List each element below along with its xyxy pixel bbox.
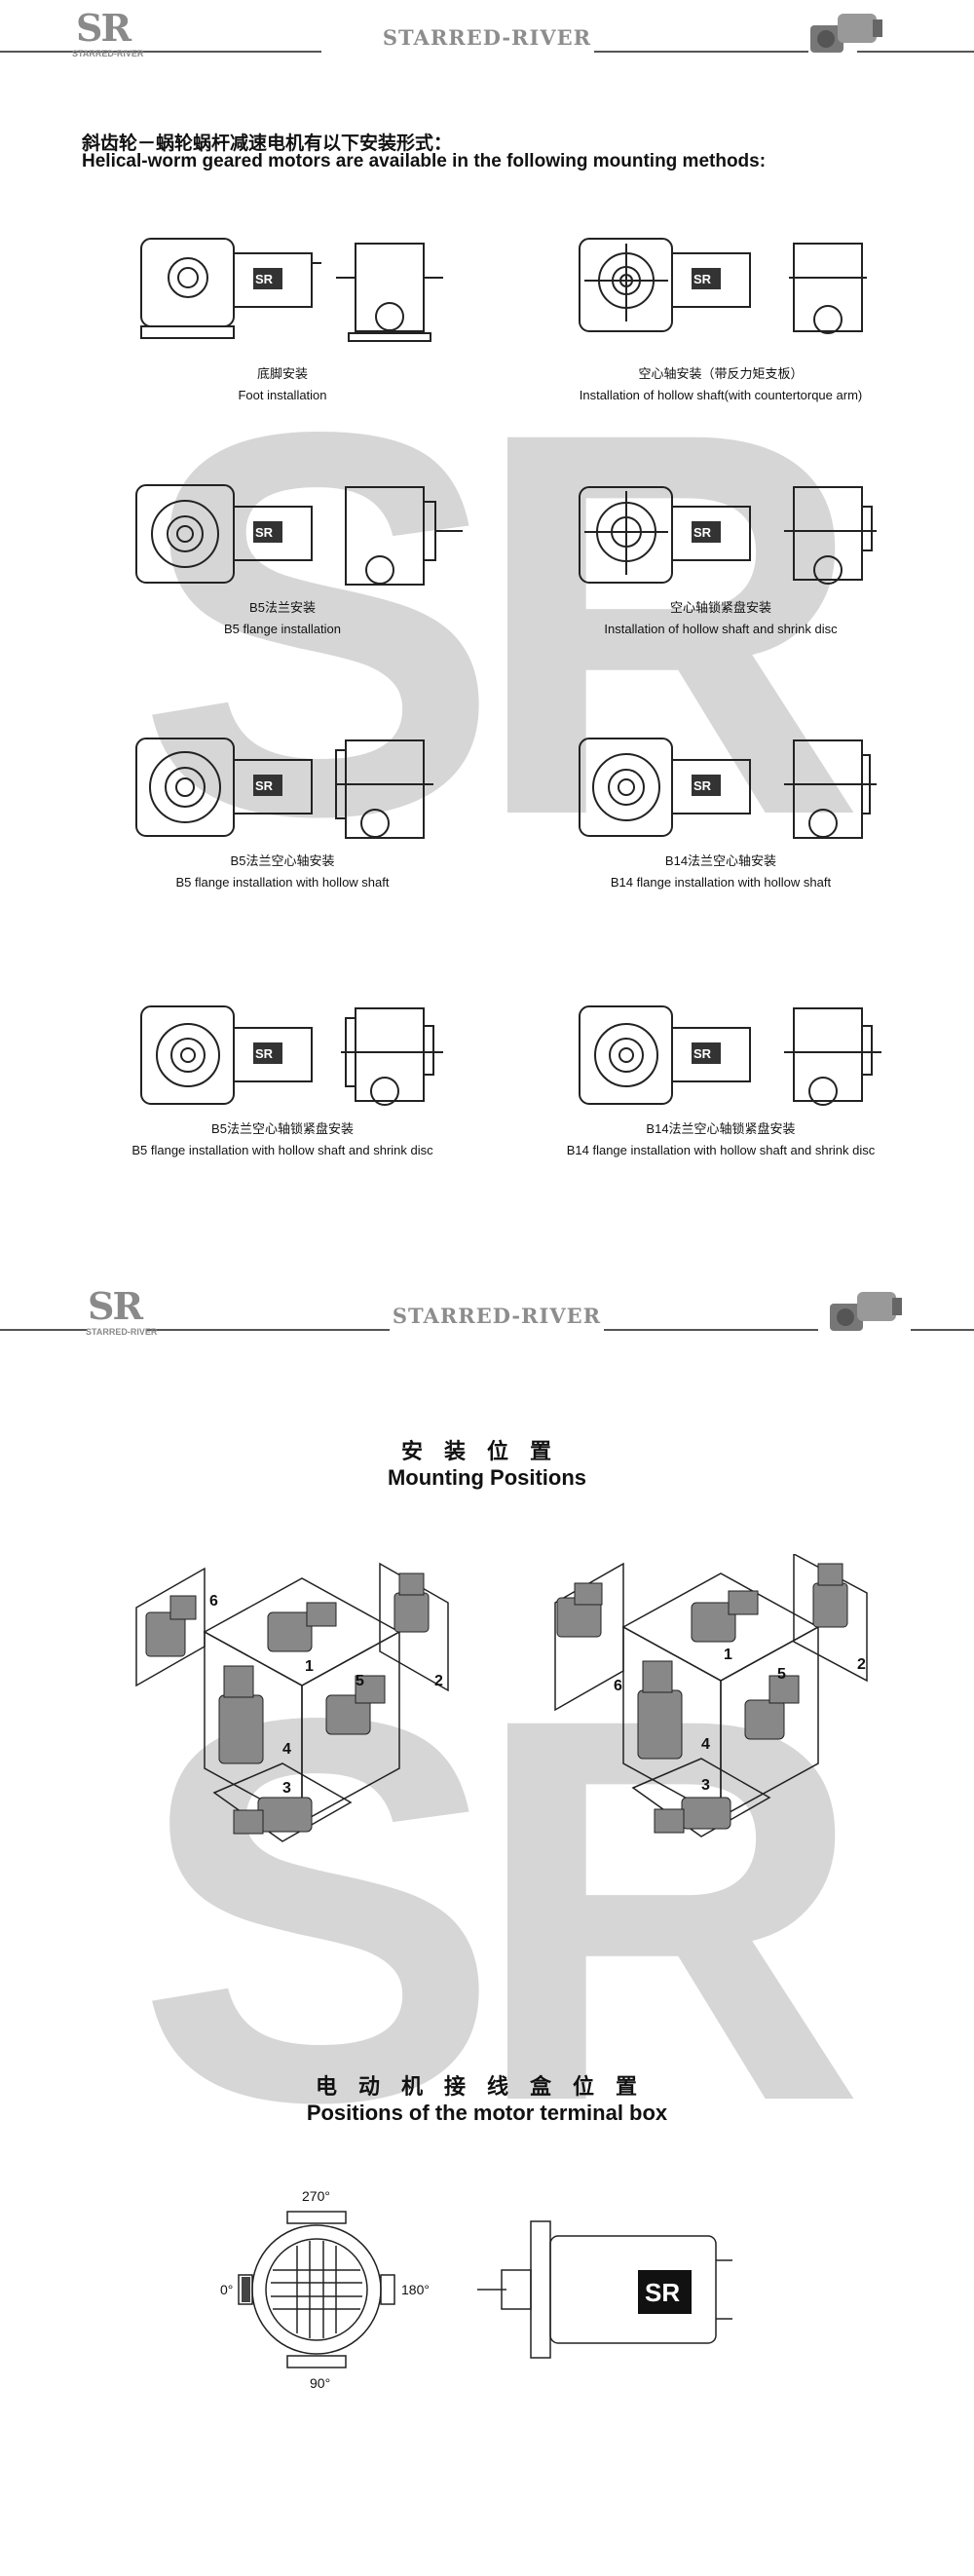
intro-cn: 斜齿轮－蜗轮蜗杆减速电机有以下安装形式： [82, 133, 453, 154]
method-hollow-torque: SR 空心轴安装（带反力矩支板） Installation of hollow … [516, 224, 925, 403]
method-b5-hollow-en: B5 flange installation with hollow shaft [175, 875, 390, 890]
b5-flange-hollow-drawing: SR [135, 738, 433, 839]
method-b5-hollow-shrink-en: B5 flange installation with hollow shaft… [131, 1143, 433, 1157]
mounting-positions-en: Mounting Positions [387, 1465, 587, 1490]
method-foot-en: Foot installation [238, 388, 327, 402]
svg-text:SR: SR [255, 1046, 274, 1061]
angle-270: 270° [302, 2188, 330, 2204]
position-label-3: 3 [282, 1780, 291, 1797]
method-hollow-shrink: SR 空心轴锁紧盘安装 Installation of hollow shaft… [516, 477, 925, 637]
angle-90: 90° [310, 2375, 331, 2391]
b14-flange-hollow-shrink-drawing: SR [579, 1005, 881, 1106]
method-b5-flange-cn: B5法兰安装 [249, 600, 316, 615]
method-b14-hollow-shrink-cn: B14法兰空心轴锁紧盘安装 [646, 1121, 796, 1136]
svg-text:SR: SR [255, 778, 274, 793]
brand-title: STARRED-RIVER [382, 25, 592, 50]
angle-180: 180° [401, 2282, 430, 2297]
hollow-shaft-shrink-disc-drawing: SR [579, 486, 877, 585]
method-b5-hollow-shrink: SR B5法兰空心轴锁紧盘安装 B5 flange installation w… [78, 999, 487, 1158]
terminal-box-en: Positions of the motor terminal box [306, 2101, 668, 2125]
svg-text:SR: SR [255, 525, 274, 540]
mounting-positions-cn: 安装位置 [400, 1439, 573, 1463]
page-header-bottom: SR STARRED-RIVER STARRED-RIVER [0, 1278, 974, 1346]
svg-text:SR: SR [693, 272, 712, 286]
method-b14-hollow-cn: B14法兰空心轴安装 [664, 853, 777, 868]
foot-installation-drawing: SR [140, 238, 443, 342]
terminal-box-title: 电动机接线盒位置 Positions of the motor terminal… [0, 2069, 974, 2126]
method-b14-hollow: SR B14法兰空心轴安装 B14 flange installation wi… [516, 731, 925, 890]
method-b14-hollow-shrink: SR B14法兰空心轴锁紧盘安装 B14 flange installation… [516, 999, 925, 1158]
gear-motor-icon [810, 14, 882, 53]
method-b14-hollow-shrink-en: B14 flange installation with hollow shaf… [566, 1143, 876, 1157]
logo-subtitle-2: STARRED-RIVER [86, 1327, 158, 1337]
method-b5-hollow: SR B5法兰空心轴安装 B5 flange installation with… [78, 731, 487, 890]
gear-motor-icon-2 [830, 1292, 902, 1331]
logo: SR [76, 6, 131, 50]
position-label-1-right: 1 [724, 1647, 732, 1663]
position-label-2-right: 2 [857, 1656, 866, 1673]
position-label-6-right: 6 [614, 1678, 622, 1694]
position-label-3-right: 3 [701, 1777, 710, 1794]
header2-rule-mid-right [604, 1329, 818, 1331]
header2-rule-mid-left [146, 1329, 390, 1331]
motor-logo: SR [645, 2278, 680, 2307]
method-b5-flange: SR B5法兰安装 B5 flange installation [78, 477, 487, 637]
position-label-4-right: 4 [701, 1736, 710, 1753]
mounting-positions-diagram-left: 1 2 3 4 5 6 [135, 1562, 449, 1842]
svg-text:SR: SR [255, 272, 274, 286]
b5-flange-drawing: SR [135, 484, 463, 586]
position-label-4: 4 [282, 1741, 291, 1758]
terminal-box-front-view [238, 2211, 395, 2368]
method-b5-hollow-shrink-cn: B5法兰空心轴锁紧盘安装 [211, 1121, 354, 1136]
logo-subtitle: STARRED-RIVER [72, 49, 144, 58]
position-label-5: 5 [356, 1673, 364, 1689]
method-hollow-shrink-en: Installation of hollow shaft and shrink … [604, 622, 838, 636]
method-foot-cn: 底脚安装 [256, 366, 308, 381]
header2-rule-right [911, 1329, 974, 1331]
method-hollow-torque-cn: 空心轴安装（带反力矩支板） [638, 366, 804, 381]
method-b5-hollow-cn: B5法兰空心轴安装 [230, 853, 335, 868]
method-b5-flange-en: B5 flange installation [224, 622, 341, 636]
terminal-box-cn: 电动机接线盒位置 [315, 2074, 658, 2099]
header-rule-left [0, 51, 321, 53]
position-label-2: 2 [434, 1673, 443, 1689]
b14-flange-hollow-drawing: SR [579, 738, 877, 839]
page-header-top: SR STARRED-RIVER STARRED-RIVER [0, 0, 974, 68]
b5-flange-hollow-shrink-drawing: SR [140, 1005, 443, 1106]
method-b14-hollow-en: B14 flange installation with hollow shaf… [610, 875, 832, 890]
position-label-1: 1 [305, 1658, 314, 1675]
hollow-shaft-torque-arm-drawing: SR [579, 238, 867, 334]
svg-text:SR: SR [693, 778, 712, 793]
svg-text:SR: SR [693, 525, 712, 540]
header-rule-far-right [857, 51, 974, 53]
terminal-box-side-view: SR [477, 2220, 732, 2359]
method-foot: SR 底脚安装 Foot installation [78, 224, 487, 403]
method-hollow-torque-en: Installation of hollow shaft(with counte… [579, 388, 863, 402]
mounting-positions-diagram-right: 1 2 3 4 5 6 [554, 1554, 868, 1837]
position-label-6: 6 [209, 1593, 218, 1610]
header-rule-right [594, 51, 808, 53]
mounting-positions-title: 安装位置 Mounting Positions [0, 1434, 974, 1491]
logo-2: SR [88, 1284, 143, 1328]
intro-en: Helical-worm geared motors are available… [82, 151, 767, 171]
method-hollow-shrink-cn: 空心轴锁紧盘安装 [669, 600, 771, 615]
header2-rule-left [0, 1329, 88, 1331]
brand-title-2: STARRED-RIVER [392, 1304, 602, 1328]
position-label-5-right: 5 [777, 1666, 786, 1683]
svg-text:SR: SR [693, 1046, 712, 1061]
angle-0: 0° [220, 2282, 234, 2297]
